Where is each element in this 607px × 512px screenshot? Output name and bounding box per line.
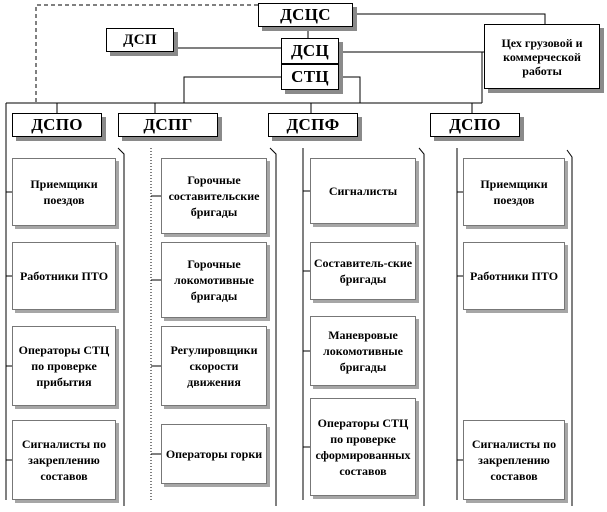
- list-item: Сигналисты по закреплению составов: [463, 420, 565, 500]
- list-item: Работники ПТО: [12, 242, 116, 310]
- list-item: Работники ПТО: [463, 242, 565, 310]
- dscs-box: ДСЦС: [258, 3, 353, 27]
- list-item: Сигналисты по закреплению составов: [12, 420, 116, 500]
- list-item: Маневровые локомотивные бригады: [310, 316, 416, 386]
- list-item: Приемщики поездов: [463, 158, 565, 226]
- dsc-box: ДСЦ: [281, 38, 339, 64]
- column-header-dspf: ДСПФ: [268, 113, 358, 137]
- list-item: Составитель-ские бригады: [310, 242, 416, 300]
- dsp-box: ДСП: [106, 28, 174, 52]
- stc-box: СТЦ: [281, 64, 339, 90]
- cargo-workshop-box: Цех грузовой и коммерческой работы: [484, 24, 600, 89]
- list-item: Операторы СТЦ по проверке сформированных…: [310, 398, 416, 496]
- column-header-dspg: ДСПГ: [118, 113, 218, 137]
- list-item: Приемщики поездов: [12, 158, 116, 226]
- list-item: Операторы СТЦ по проверке прибытия: [12, 326, 116, 406]
- list-item: Горочные составительские бригады: [161, 158, 267, 234]
- column-header-dspo-right: ДСПО: [430, 113, 520, 137]
- list-item: Сигналисты: [310, 158, 416, 224]
- list-item: Регулировщики скорости движения: [161, 326, 267, 406]
- list-item: Горочные локомотивные бригады: [161, 242, 267, 318]
- column-header-dspo-left: ДСПО: [12, 113, 102, 137]
- list-item: Операторы горки: [161, 424, 267, 484]
